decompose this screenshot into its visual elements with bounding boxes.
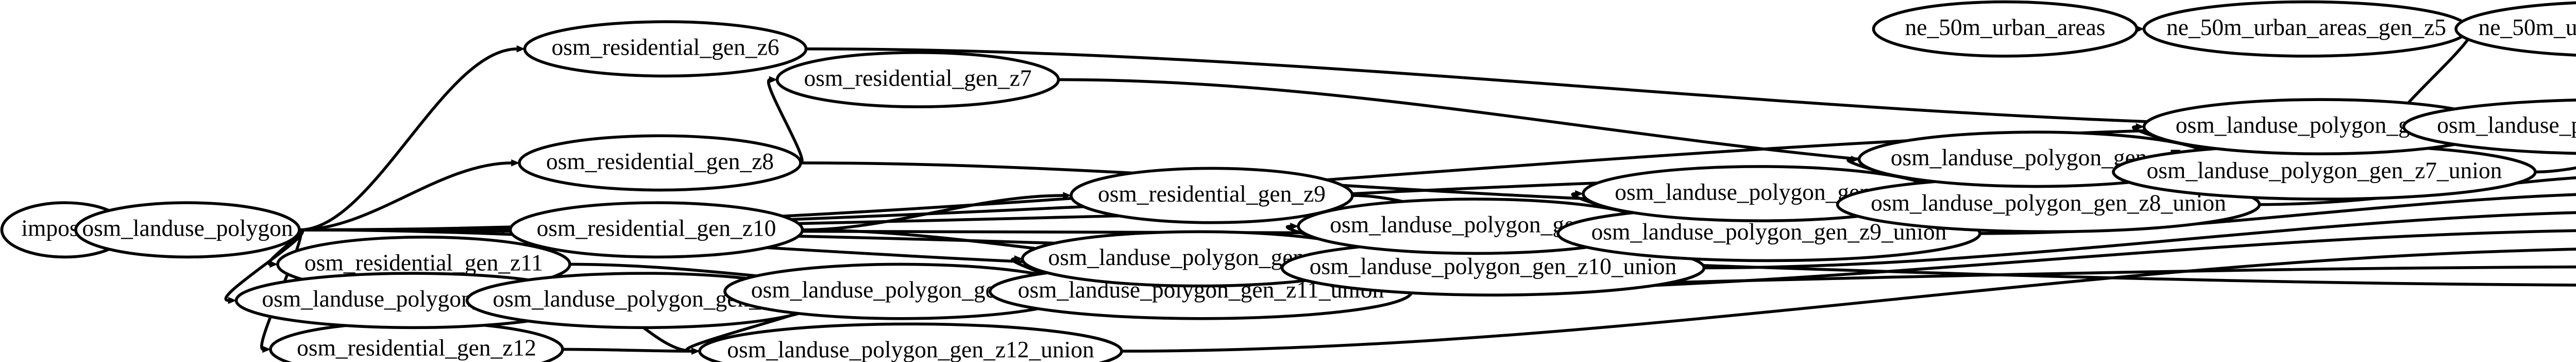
node-label: osm_landuse_polygon_gen_z10_union xyxy=(1310,253,1677,279)
node-ellipse xyxy=(698,322,1123,362)
graph-node[interactable]: osm_residential_gen_z9 xyxy=(1070,167,1354,224)
graph-node[interactable]: osm_residential_gen_z8 xyxy=(518,134,802,192)
graph-node[interactable]: ne_50m_urban_areas_gen_z4 xyxy=(2454,1,2576,57)
edge-arrowhead xyxy=(1575,190,1584,198)
edge-arrowhead xyxy=(2136,123,2145,130)
node-ellipse xyxy=(74,201,301,259)
graph-node[interactable]: osm_landuse_polygon_gen_z12_union xyxy=(698,322,1123,362)
graph-node[interactable]: osm_residential_gen_z7 xyxy=(775,51,1060,108)
edge-arrowhead xyxy=(1290,222,1299,230)
node-label: ne_50m_urban_areas_gen_z4 xyxy=(2478,14,2576,40)
node-ellipse xyxy=(1872,0,2139,58)
graph-node[interactable]: osm_landuse_polygon_gen_z7_union xyxy=(2112,143,2537,201)
node-label: osm_residential_gen_z6 xyxy=(551,34,779,60)
graph-node[interactable]: osm_landuse_polygon_gen_z6_union xyxy=(2402,98,2576,155)
node-ellipse xyxy=(509,201,804,259)
graph-node[interactable]: osm_residential_gen_z6 xyxy=(523,20,808,78)
node-label: ne_50m_urban_areas xyxy=(1905,14,2106,40)
graph-edge xyxy=(802,194,1064,232)
graph-node[interactable]: ne_50m_urban_areas_gen_z5 xyxy=(2142,0,2470,58)
node-label: ne_50m_urban_areas_gen_z5 xyxy=(2166,14,2446,40)
node-label: osm_landuse_polygon_gen_z12_union xyxy=(727,336,1094,362)
edge-arrowhead xyxy=(1851,156,1860,163)
edge-arrowhead xyxy=(769,76,778,84)
node-label: osm_landuse_polygon_gen_z6_union xyxy=(2437,112,2576,138)
node-label: osm_landuse_polygon_gen_z7_union xyxy=(2147,157,2502,183)
node-label: osm_landuse_polygon_gen_z8_union xyxy=(1871,189,2226,216)
node-ellipse xyxy=(1070,167,1354,224)
graph-edge xyxy=(299,47,518,232)
edge-arrowhead xyxy=(511,159,520,167)
edge-arrowhead xyxy=(691,348,700,355)
graph-node[interactable]: ne_50m_urban_areas xyxy=(1872,0,2139,58)
node-ellipse xyxy=(775,51,1060,108)
edge-arrowhead xyxy=(262,345,271,353)
edge-arrowhead xyxy=(1014,255,1023,262)
node-label: osm_residential_gen_z7 xyxy=(804,64,1031,91)
edge-arrowhead xyxy=(228,297,237,304)
node-ellipse xyxy=(2402,98,2576,155)
node-label: osm_residential_gen_z8 xyxy=(546,148,774,174)
graph-node[interactable]: osm_residential_gen_z10 xyxy=(509,201,804,259)
node-label: osm_residential_gen_z9 xyxy=(1098,180,1326,207)
graph-edge xyxy=(562,348,693,353)
node-label: osm_residential_gen_z10 xyxy=(537,215,776,241)
graph-node[interactable]: osm_landuse_polygon_gen_z10_union xyxy=(1280,239,1706,297)
graph-edge xyxy=(299,161,513,232)
edge-arrowhead xyxy=(516,45,526,53)
graph-edge xyxy=(767,78,804,164)
node-ellipse xyxy=(2454,1,2576,57)
node-label: osm_residential_gen_z11 xyxy=(304,249,543,275)
graph-edge xyxy=(224,228,304,302)
node-label: osm_landuse_polygon xyxy=(82,215,293,241)
graph-edge xyxy=(2535,166,2576,174)
graph-edge xyxy=(1704,211,2576,270)
edge-arrowhead xyxy=(269,260,278,268)
graph-node[interactable]: osm_landuse_polygon_gen_z8_union xyxy=(1836,176,2261,234)
node-ellipse xyxy=(518,134,802,192)
graph-node[interactable]: osm_landuse_polygon xyxy=(74,201,301,259)
graph-edge xyxy=(1121,248,2576,353)
edge-arrowhead xyxy=(1063,192,1072,199)
node-ellipse xyxy=(523,20,808,78)
node-label: osm_residential_gen_z12 xyxy=(297,334,536,360)
graph-node[interactable]: osm_landuse_polygon_gen_z8 xyxy=(1582,165,1938,223)
